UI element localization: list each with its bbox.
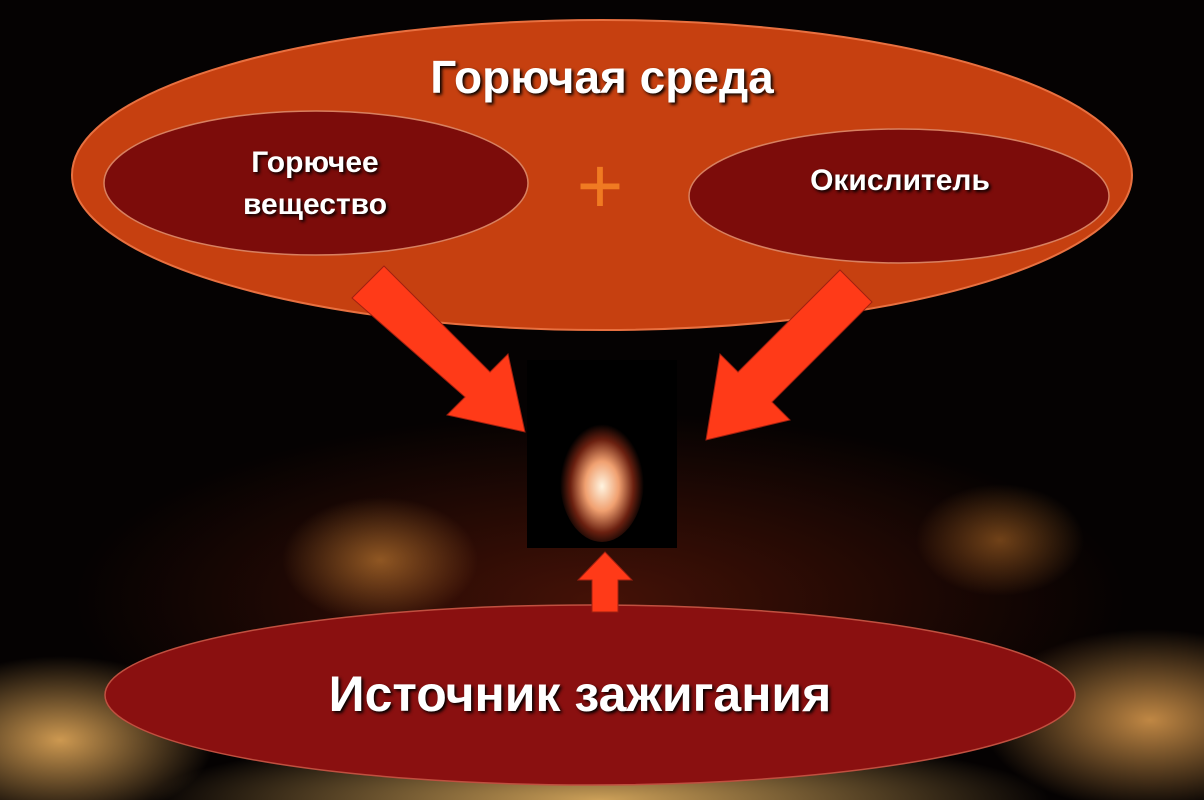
arrow-left-icon xyxy=(351,265,526,433)
ignition-ellipse xyxy=(104,604,1076,786)
oxidizer-ellipse xyxy=(688,128,1110,264)
flame-icon xyxy=(560,418,644,542)
plus-sign: + xyxy=(576,141,624,230)
arrow-right-icon xyxy=(705,269,873,441)
oxidizer-label: Окислитель xyxy=(810,164,990,197)
fuel-ellipse xyxy=(103,110,529,256)
fuel-label: Горючее вещество xyxy=(242,146,388,221)
title: Горючая среда xyxy=(430,51,774,103)
arrow-up-icon xyxy=(576,551,634,613)
ignition-label: Источник зажигания xyxy=(328,666,832,722)
